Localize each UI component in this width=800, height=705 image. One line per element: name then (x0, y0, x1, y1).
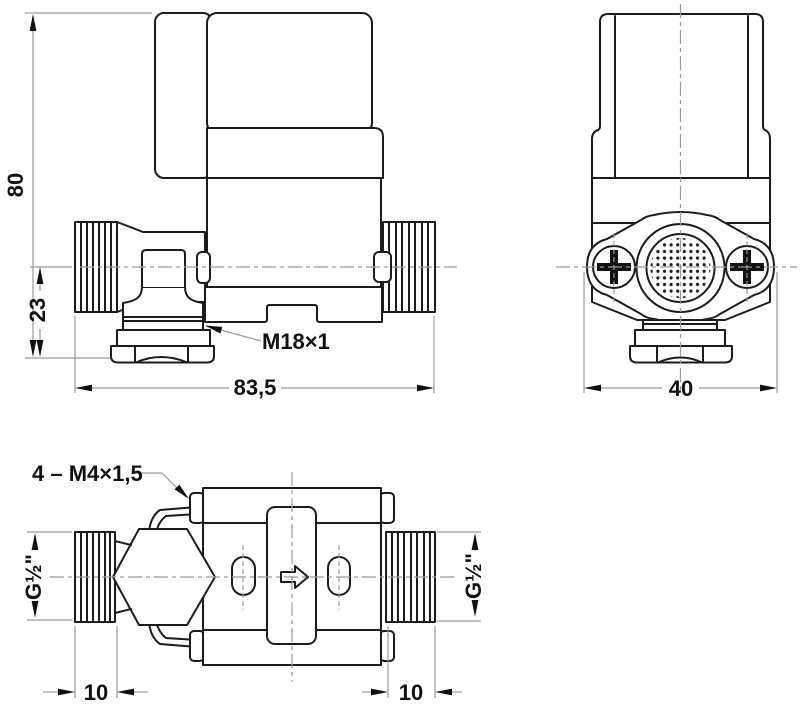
centerlines (50, 4, 797, 682)
dim-overall-height: 80 (3, 12, 152, 359)
side-view (74, 12, 436, 364)
coil-core-side (206, 177, 382, 288)
dim-left-thread-length: 10 (43, 626, 148, 705)
dim-text-right-thread-length: 10 (399, 680, 423, 705)
bonnet-side (141, 249, 186, 287)
dim-text-overall-height: 80 (3, 173, 28, 197)
dim-left-port-thread: G½" (21, 531, 72, 621)
dim-overall-length: 83,5 (74, 316, 435, 400)
dim-text-left-port-thread: G½" (21, 554, 46, 600)
mounting-boss (379, 492, 395, 524)
dim-right-thread-length: 10 (362, 626, 462, 705)
dim-flange-width: 40 (583, 272, 778, 401)
label-mounting-screws: 4 – M4×1,5 (32, 461, 192, 502)
hex-nut-side (110, 345, 215, 364)
dim-centerline-to-base: 23 (25, 266, 72, 357)
label-text-mounting-screws: 4 – M4×1,5 (32, 461, 143, 486)
dim-text-left-thread-length: 10 (84, 680, 108, 705)
dim-text-overall-length: 83,5 (234, 375, 277, 400)
label-text-outlet-thread: M18×1 (262, 329, 330, 354)
mounting-boss (379, 630, 395, 662)
valve-body-side (204, 286, 383, 323)
coil-side (154, 12, 384, 288)
mounting-bosses (189, 492, 395, 662)
label-outlet-thread: M18×1 (204, 322, 330, 354)
dim-text-right-port-thread: G½" (461, 553, 486, 599)
mounting-boss (189, 630, 205, 662)
coil-front (591, 13, 771, 179)
dim-text-centerline-to-base: 23 (25, 298, 50, 322)
dim-text-flange-width: 40 (669, 376, 693, 401)
outlet-assembly-side (110, 249, 215, 364)
dim-right-port-thread: G½" (437, 531, 486, 622)
mounting-boss (189, 492, 205, 524)
